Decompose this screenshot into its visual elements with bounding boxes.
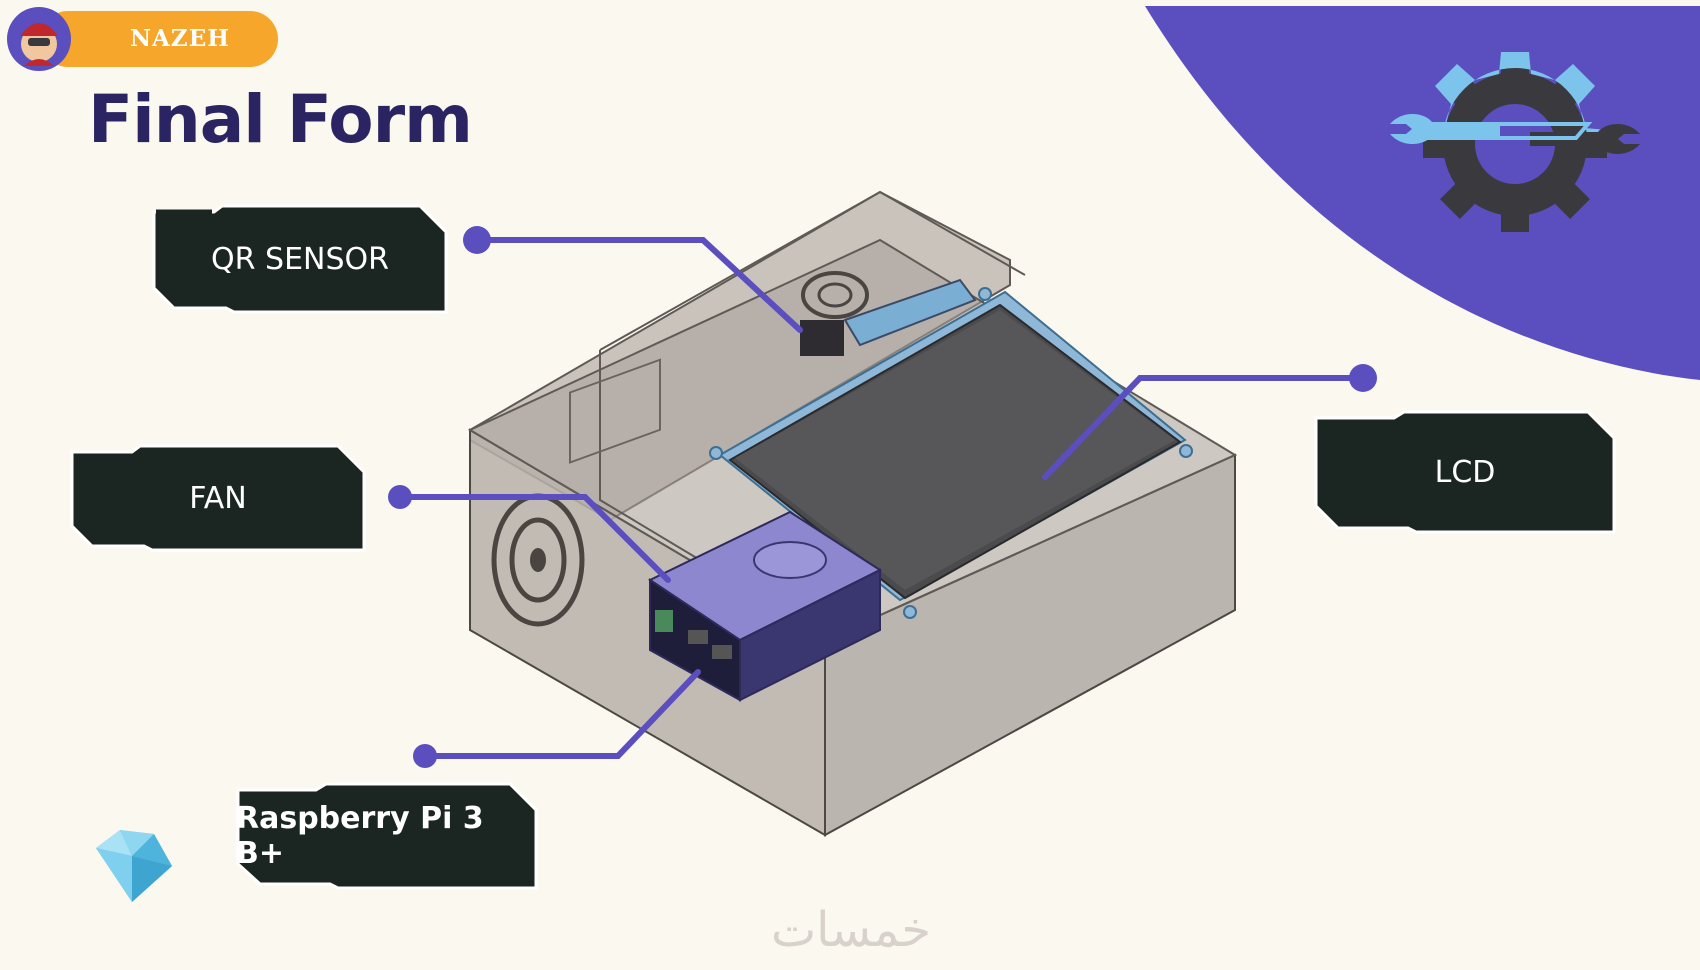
label-fan-text: FAN [189,480,247,516]
label-lcd: LCD [1314,410,1616,534]
callout-line-lcd [1042,375,1366,480]
watermark: خمسات [770,902,932,958]
gear-wrench-icon [1390,52,1640,232]
callout-dot-raspberry-pi [413,744,437,768]
avatar-icon [7,7,71,71]
page-title: Final Form [88,81,473,158]
callout-dot-qr-sensor [463,226,491,254]
name-badge [40,11,278,67]
label-raspberry-pi-text: Raspberry Pi 3 B+ [236,801,484,871]
label-qr-sensor-text: QR SENSOR [211,241,389,277]
callout-dot-fan [388,485,412,509]
callout-line-qr-sensor [474,237,803,333]
diamond-icon [96,830,172,902]
label-raspberry-pi: Raspberry Pi 3 B+ [236,782,538,890]
label-lcd-text: LCD [1434,454,1496,490]
label-qr-sensor: QR SENSOR [152,204,448,314]
label-fan: FAN [70,444,366,552]
callout-dot-lcd [1349,364,1377,392]
badge-name: NAZEH [130,25,230,52]
callout-line-fan [397,494,671,583]
callout-line-raspberry-pi [422,669,701,759]
